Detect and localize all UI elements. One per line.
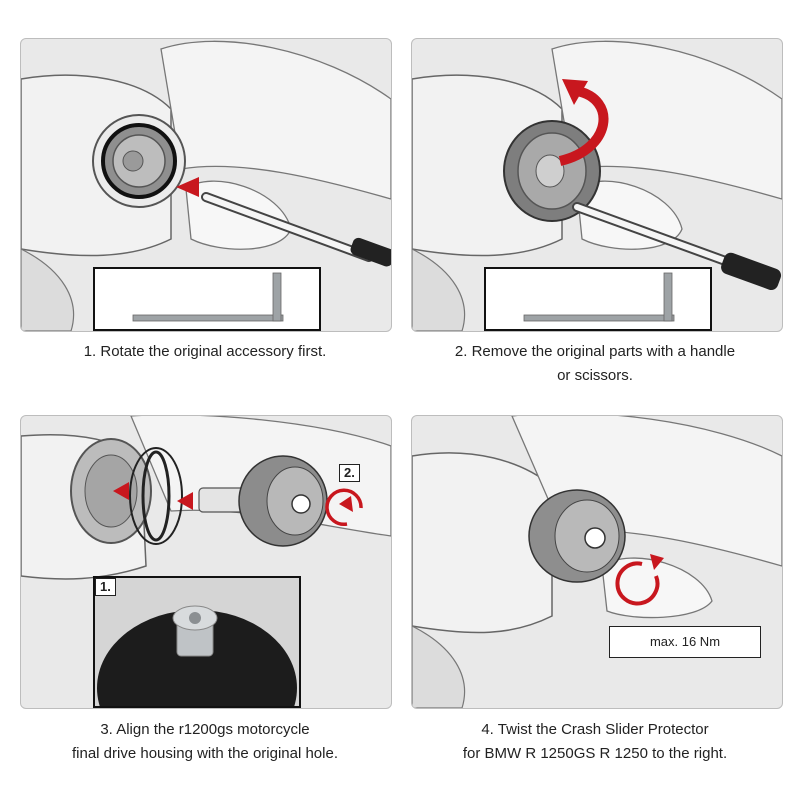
pointer-arrow-icon xyxy=(113,482,129,500)
hex-key-icon xyxy=(132,272,284,322)
caption-line: 2. Remove the original parts with a hand… xyxy=(454,343,736,360)
installed-bolt-photo xyxy=(95,578,299,706)
torque-label: max. 16 Nm xyxy=(609,626,761,658)
wheel-hub xyxy=(70,438,152,544)
step-1-caption: 1. Rotate the original accessory first. xyxy=(15,340,395,364)
pointer-arrow-icon xyxy=(177,492,193,510)
caption-line: 4. Twist the Crash Slider Protector xyxy=(481,721,709,738)
rotate-arrow-icon xyxy=(325,488,363,527)
step-2-caption: 2. Remove the original parts with a hand… xyxy=(405,340,785,388)
step-1-illustration xyxy=(20,38,392,332)
crash-slider xyxy=(528,489,626,583)
crash-slider xyxy=(238,455,328,547)
caption-line: for BMW R 1250GS R 1250 to the right. xyxy=(462,745,728,762)
step-3-caption: 3. Align the r1200gs motorcycle final dr… xyxy=(15,718,395,766)
rotate-arrow-icon xyxy=(615,554,664,606)
caption-line: final drive housing with the original ho… xyxy=(72,745,338,762)
hex-key-inset xyxy=(93,267,321,331)
caption-line: 3. Align the r1200gs motorcycle xyxy=(100,721,310,738)
step-3-illustration: 2. 1. xyxy=(20,415,392,709)
wheel-hub xyxy=(503,120,601,222)
step-4-illustration: max. 16 Nm xyxy=(411,415,783,709)
tag-step-1: 1. xyxy=(95,578,116,596)
photo-inset: 1. xyxy=(93,576,301,708)
wheel-hub xyxy=(92,114,186,208)
hex-key-inset xyxy=(484,267,712,331)
caption-line: 1. Rotate the original accessory first. xyxy=(83,343,327,360)
pointer-arrow-icon xyxy=(176,177,199,197)
rotate-arrow-icon xyxy=(558,79,609,166)
screwdriver-icon xyxy=(572,202,782,290)
screwdriver-icon xyxy=(201,192,391,267)
hex-key-icon xyxy=(523,272,675,322)
tag-step-2: 2. xyxy=(339,464,360,482)
step-4-caption: 4. Twist the Crash Slider Protector for … xyxy=(405,718,785,766)
step-2-illustration xyxy=(411,38,783,332)
caption-line: or scissors. xyxy=(557,367,633,384)
